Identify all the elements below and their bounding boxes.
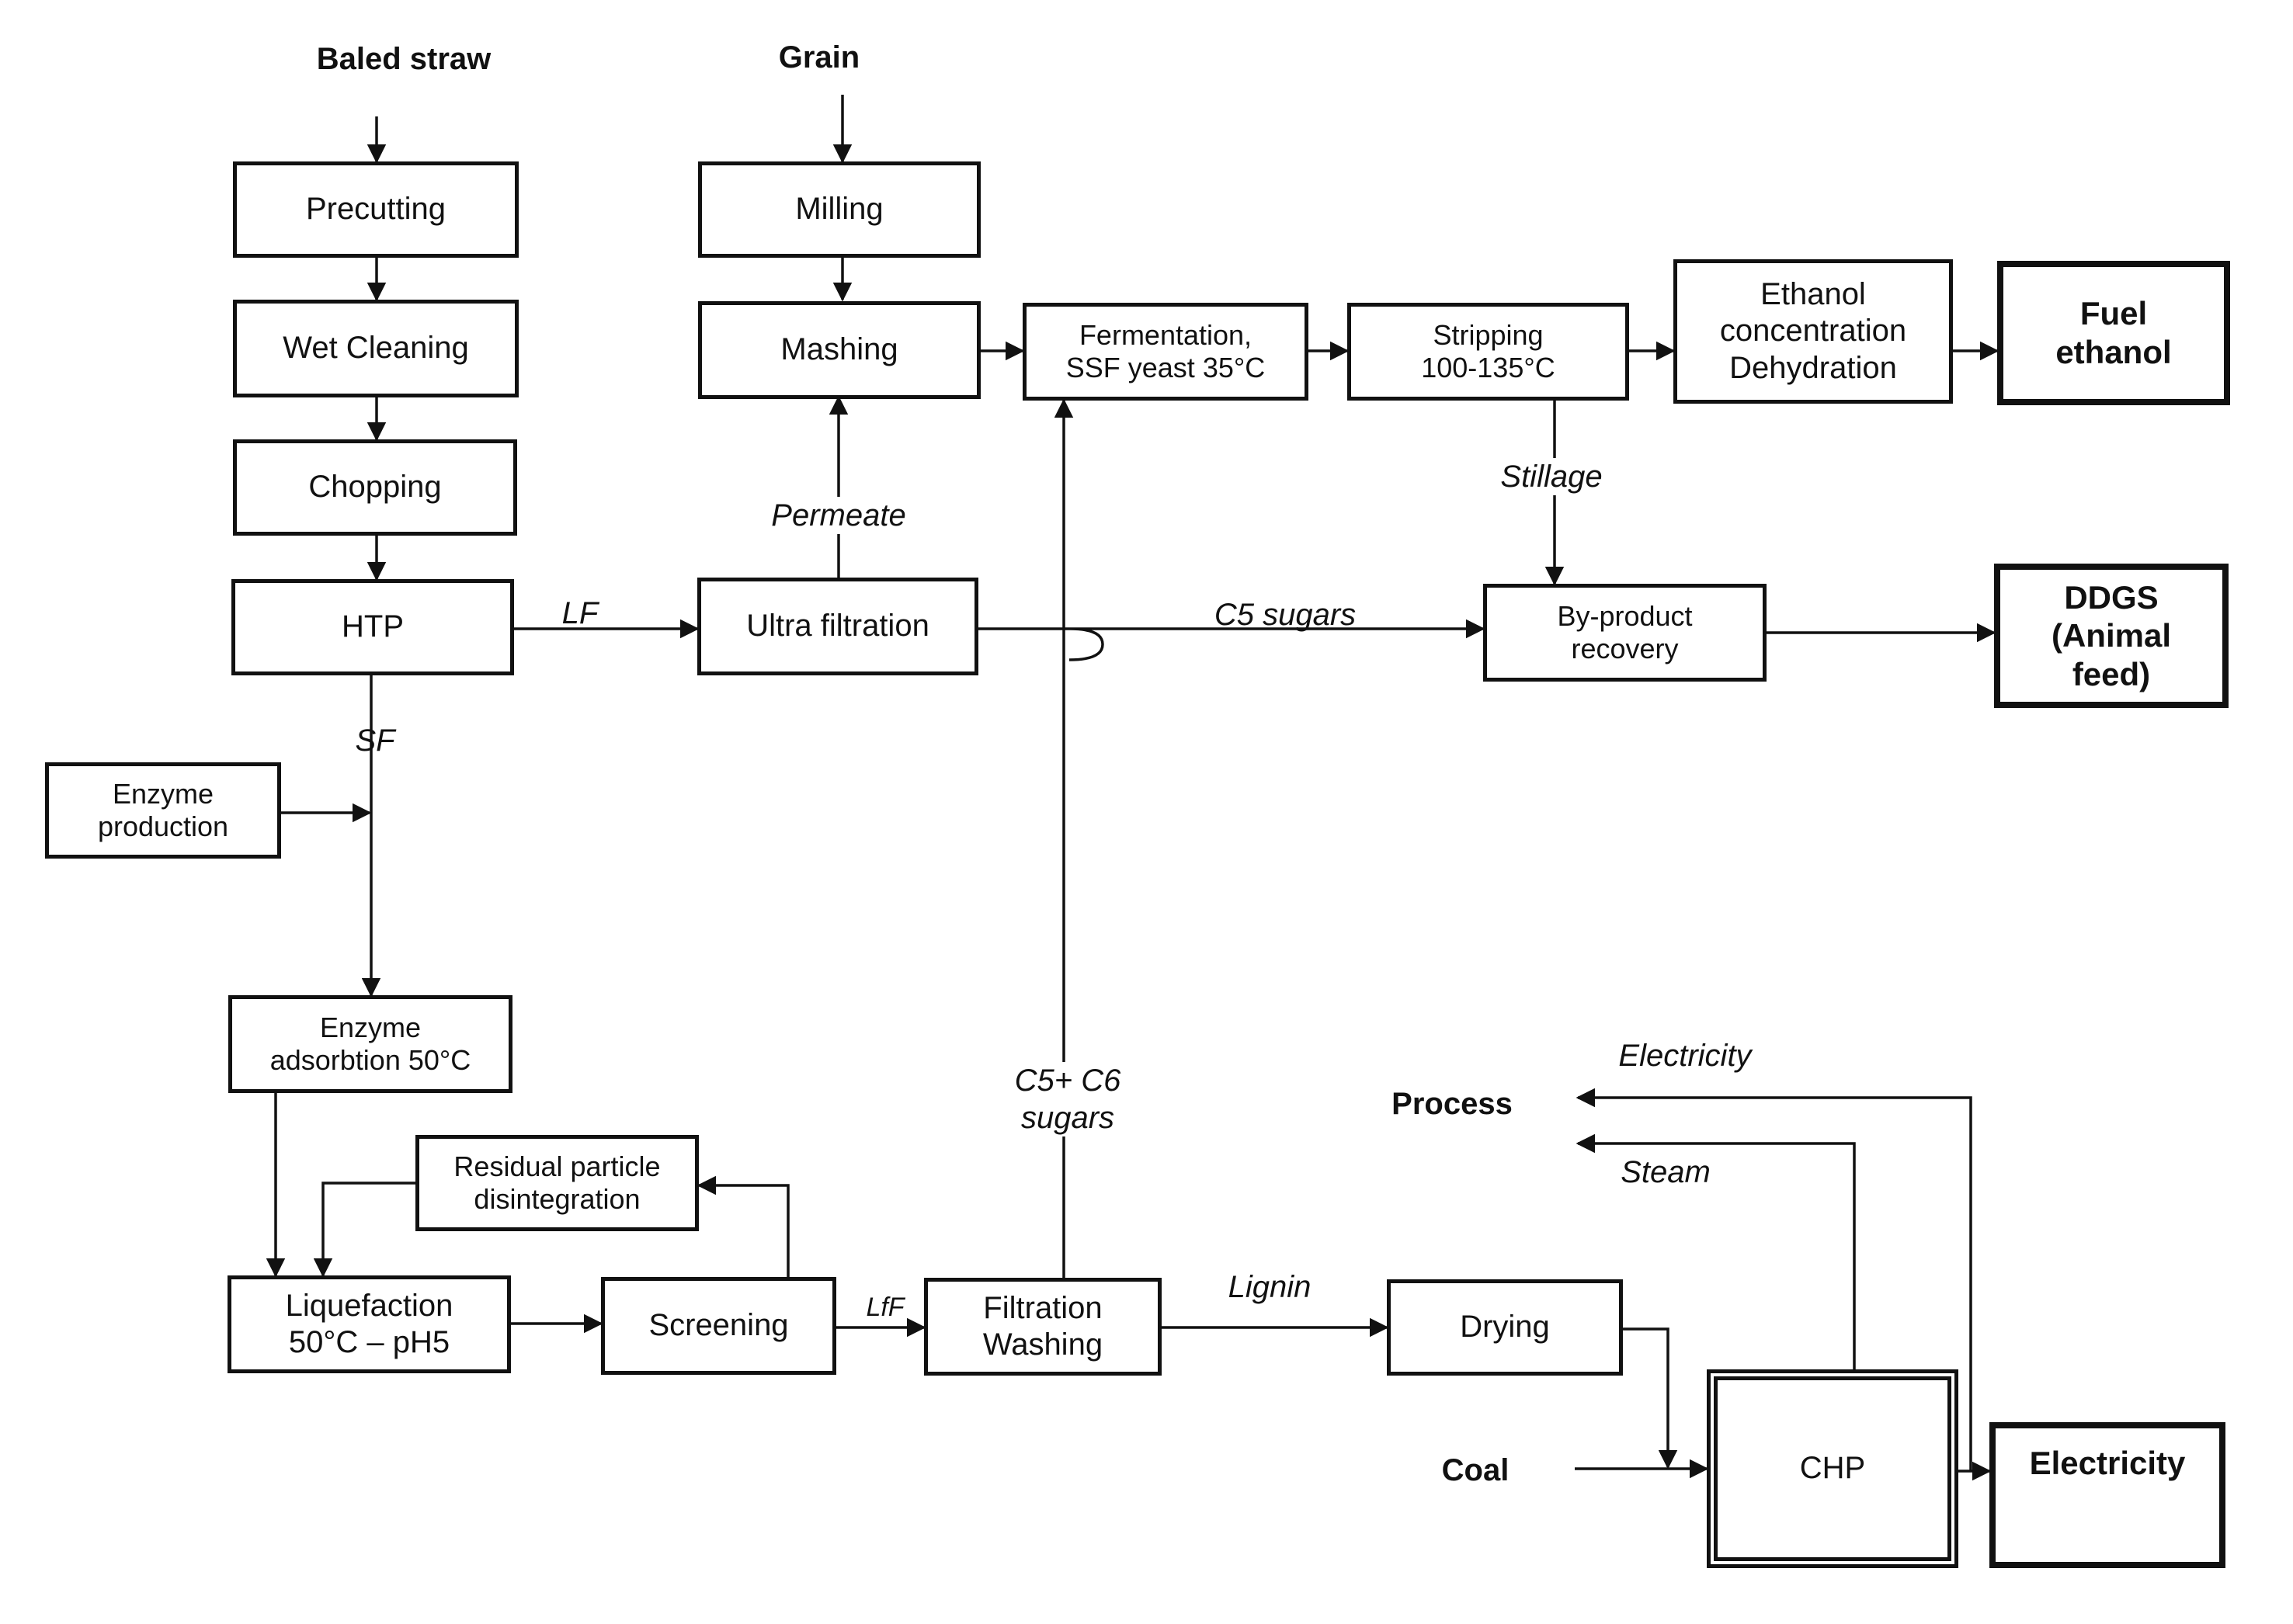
process-milling: Milling <box>698 161 981 258</box>
product-ddgs: DDGS (Animal feed) <box>1994 564 2229 708</box>
process-chopping: Chopping <box>233 439 517 536</box>
flow-label-c5-sugars: C5 sugars <box>1196 596 1374 633</box>
process-ethanol-concentration-dehydration: Ethanol concentration Dehydration <box>1673 259 1953 404</box>
process-stripping: Stripping 100-135°C <box>1347 303 1629 401</box>
flow-label-electricity: Electricity <box>1584 1037 1786 1074</box>
flow-label-lf: LF <box>553 595 607 632</box>
process-enzyme-adsorbtion: Enzyme adsorbtion 50°C <box>228 995 512 1093</box>
process-ultra-filtration: Ultra filtration <box>697 578 978 675</box>
flow-label-sf: SF <box>348 722 402 759</box>
output-process: Process <box>1374 1085 1530 1123</box>
product-fuel-ethanol: Fuel ethanol <box>1997 261 2230 405</box>
process-filtration-washing: Filtration Washing <box>924 1278 1162 1376</box>
process-byproduct-recovery: By-product recovery <box>1483 584 1767 682</box>
process-enzyme-production: Enzyme production <box>45 762 281 859</box>
input-coal: Coal <box>1429 1452 1522 1489</box>
flow-label-permeate: Permeate <box>753 497 924 534</box>
arrow-residual-to-liquefaction <box>323 1183 415 1275</box>
process-chp: CHP <box>1707 1369 1958 1568</box>
process-fermentation: Fermentation, SSF yeast 35°C <box>1023 303 1308 401</box>
arrow-ultra-filtration-c5-to-byproduct <box>977 629 1483 660</box>
process-screening: Screening <box>601 1277 836 1375</box>
product-electricity: Electricity <box>1989 1422 2225 1568</box>
process-htp: HTP <box>231 579 514 675</box>
process-wet-cleaning: Wet Cleaning <box>233 300 519 397</box>
flow-label-stillage: Stillage <box>1474 458 1629 495</box>
process-residual-particle-disintegration: Residual particle disintegration <box>415 1135 699 1231</box>
flow-label-lignin: Lignin <box>1211 1268 1328 1306</box>
flow-label-c5-c6-sugars: C5+ C6 sugars <box>990 1062 1145 1136</box>
process-mashing: Mashing <box>698 301 981 399</box>
process-drying: Drying <box>1387 1279 1623 1376</box>
input-grain: Grain <box>757 39 881 76</box>
input-baled-straw: Baled straw <box>303 40 505 78</box>
arrow-screening-to-residual <box>699 1185 788 1277</box>
flow-label-lff: LfF <box>854 1292 916 1324</box>
process-liquefaction: Liquefaction 50°C – pH5 <box>228 1275 511 1373</box>
process-precutting: Precutting <box>233 161 519 258</box>
flow-label-steam: Steam <box>1596 1154 1735 1191</box>
arrow-drying-to-chp <box>1623 1329 1668 1467</box>
